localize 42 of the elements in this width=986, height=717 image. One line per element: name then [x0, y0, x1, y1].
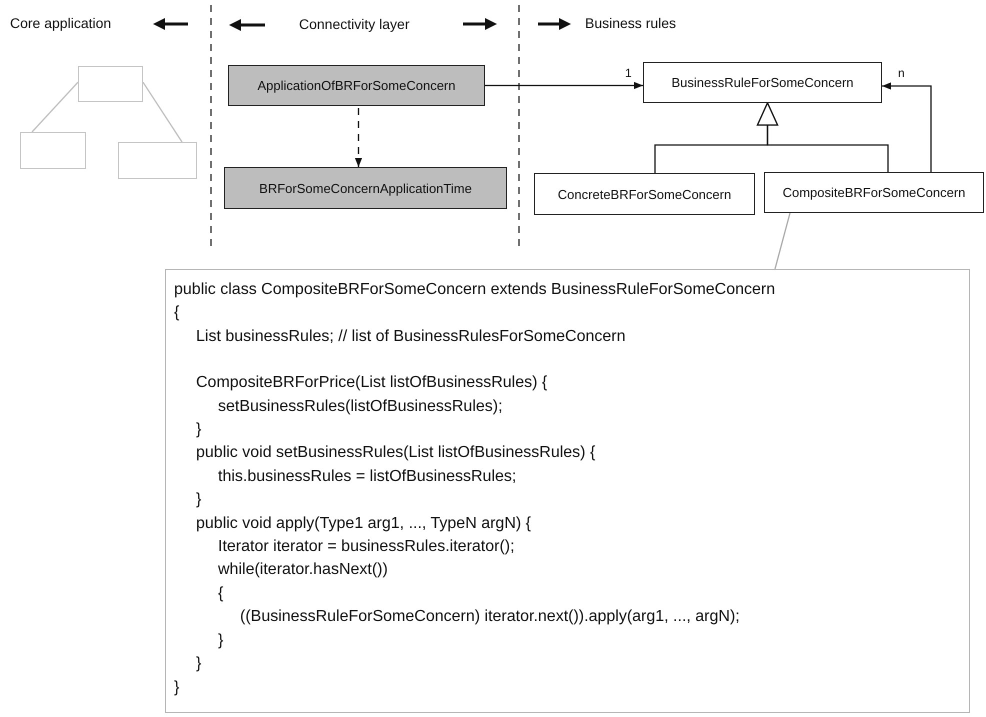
class-box — [228, 65, 485, 106]
code-line: } — [196, 490, 202, 510]
code-line: List businessRules; // list of BusinessRulesForSomeConcern — [196, 326, 626, 347]
code-line: } — [196, 420, 202, 440]
leader-line — [774, 212, 791, 270]
arrow — [485, 82, 643, 90]
class-name: BRForSomeConcernApplicationTime — [259, 180, 472, 196]
code-line: { — [218, 584, 224, 604]
empty-box — [118, 142, 197, 179]
class-name: ConcreteBRForSomeConcern — [558, 186, 732, 202]
code-line: } — [174, 678, 180, 698]
empty-box — [20, 132, 86, 169]
class-box — [224, 167, 507, 209]
code-line: public void setBusinessRules(List listOfBusinessRules) { — [196, 443, 596, 464]
layer-heading: Connectivity layer — [299, 16, 410, 32]
class-box — [764, 172, 984, 213]
code-line: ((BusinessRuleForSomeConcern) iterator.next()).apply(arg1, ..., argN); — [240, 607, 740, 628]
code-line: Iterator iterator = businessRules.iterator(); — [218, 537, 515, 558]
code-line: public class CompositeBRForSomeConcern extends BusinessRuleForSomeConcern — [174, 280, 776, 300]
code-line: } — [196, 654, 202, 674]
class-name: ApplicationOfBRForSomeConcern — [258, 78, 456, 93]
code-line: CompositeBRForPrice(List listOfBusinessRules) { — [196, 373, 548, 394]
code-line: setBusinessRules(listOfBusinessRules); — [218, 396, 503, 417]
connector-line — [32, 82, 78, 132]
code-line: this.businessRules = listOfBusinessRules; — [218, 466, 516, 487]
class-box — [643, 62, 882, 103]
class-name: CompositeBRForSomeConcern — [782, 185, 966, 200]
generalization-arrow — [756, 102, 889, 172]
code-line: { — [174, 303, 180, 324]
empty-box — [78, 66, 143, 102]
layer-heading: Business rules — [585, 15, 676, 31]
code-line: while(iterator.hasNext()) — [218, 560, 388, 580]
multiplicity-label: 1 — [624, 66, 633, 80]
code-line: public void apply(Type1 arg1, ..., TypeN argN) { — [196, 514, 531, 534]
connector-line — [142, 82, 183, 142]
class-box — [534, 173, 755, 215]
arrow — [882, 82, 932, 172]
arrow — [354, 108, 362, 167]
class-name: BusinessRuleForSomeConcern — [671, 75, 854, 90]
code-listing-box — [165, 269, 970, 713]
layer-heading: Core application — [10, 15, 112, 31]
code-line: } — [218, 630, 224, 651]
